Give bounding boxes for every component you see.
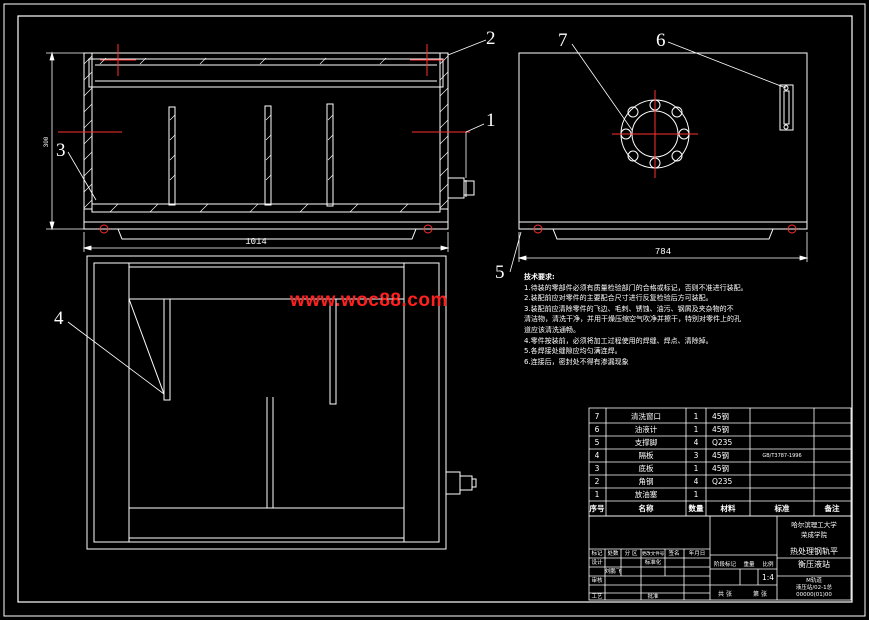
school-college: 荣成学院 (801, 530, 828, 539)
dim-front-width: 1014 (245, 237, 267, 247)
callout-1: 1 (486, 110, 496, 131)
bom-row-qty: 1 (694, 425, 699, 434)
bom-row-standard: GB/T3787-1996 (762, 453, 801, 459)
callout-2: 2 (486, 28, 496, 49)
side-dimensions (517, 232, 809, 262)
bom-row-name: 底板 (639, 463, 654, 473)
drawing-code-1: M轨道 (806, 576, 822, 584)
bom-row-no: 2 (595, 477, 600, 486)
tb-label-scale: 比例 (762, 560, 774, 568)
bom-header-no: 序号 (590, 503, 605, 513)
tb-label-weight: 重量 (743, 560, 755, 568)
note-line: 2.装配前应对零件的主要配合尺寸进行反复检验后方可装配。 (524, 294, 713, 303)
note-line: 1.待装的零部件必须有质量检验部门的合格或标记，否则不准进行装配。 (524, 283, 748, 292)
sheet-border (3, 3, 866, 617)
tb-label-mark: 标记 (591, 549, 603, 557)
side-view (518, 52, 808, 240)
bom-header-remark: 备注 (824, 503, 840, 513)
bom-row-no: 4 (595, 451, 600, 460)
bom-row-material: 45钢 (712, 463, 729, 473)
tb-label-date: 年月日 (689, 549, 706, 557)
bom-row-name: 油液计 (635, 424, 658, 434)
leader-lines (67, 39, 787, 395)
tb-label-process: 工艺 (591, 593, 603, 600)
bom-row-no: 1 (595, 490, 600, 499)
tb-label-std: 标准化 (645, 558, 662, 566)
wall-hatching (83, 55, 449, 213)
bom-row-no: 5 (595, 438, 600, 447)
callout-4: 4 (54, 308, 64, 329)
bom-header-name: 名称 (639, 503, 654, 513)
tb-label-sign: 签名 (668, 549, 679, 557)
tb-label-audit: 审核 (591, 576, 603, 584)
bom-row-no: 7 (595, 412, 600, 421)
callout-5: 5 (495, 262, 505, 283)
tb-label-zone: 分 区 (625, 549, 638, 557)
bom-row-qty: 1 (694, 490, 699, 499)
title-block: 哈尔滨理工大学 荣成学院 热处理钢轨平 衡压液站 M轨道 液压站/02-1总 0… (591, 520, 838, 600)
bom-row-name: 清洗窗口 (631, 411, 661, 421)
note-line: 5.各焊接处缝隙应均匀满连焊。 (524, 347, 622, 356)
callout-3: 3 (56, 140, 66, 161)
tb-label-approve: 批准 (647, 592, 659, 600)
top-view (86, 255, 477, 550)
bom-row-name: 隔板 (639, 450, 654, 460)
callout-7: 7 (558, 30, 568, 51)
front-view (58, 44, 475, 240)
bom-row-name: 支撑脚 (635, 437, 658, 447)
bom-row-material: 45钢 (712, 424, 729, 434)
drawing-title: 热处理钢轨平 (790, 546, 838, 556)
bom-table: 7 清洗窗口 1 45钢 6 油液计 1 45钢 5 支撑脚 4 Q235 4 … (590, 411, 840, 513)
dim-front-height: 300 (43, 136, 50, 147)
tb-designer: 刘鹏飞 (605, 567, 622, 575)
tb-label-count: 处数 (607, 549, 619, 557)
tb-scale-value: 1:4 (762, 573, 774, 582)
bom-row-qty: 3 (694, 451, 699, 460)
bom-row-qty: 1 (694, 412, 699, 421)
front-dimensions (46, 51, 450, 252)
bom-header-qty: 数量 (689, 503, 704, 513)
tb-label-sheets: 共 张 (718, 590, 732, 598)
bom-row-name: 角钢 (639, 476, 654, 486)
drawing-frame (17, 15, 853, 603)
bom-row-no: 3 (595, 464, 600, 473)
tb-label-sheet: 第 张 (753, 590, 767, 598)
bom-row-no: 6 (595, 425, 600, 434)
tb-label-design: 设计 (591, 558, 603, 566)
drawing-title-2: 衡压液站 (798, 559, 830, 569)
technical-notes: 技术要求: 1.待装的零部件必须有质量检验部门的合格或标记，否则不准进行装配。 … (524, 272, 748, 367)
tb-label-stage: 阶段标记 (714, 560, 737, 568)
drawing-code-2: 液压站/02-1总 (796, 583, 833, 591)
note-line: 道应该清洗通畅。 (524, 325, 580, 334)
note-line: 6.连接后，密封处不得有渗漏现象 (524, 357, 629, 366)
bom-row-material: Q235 (712, 438, 732, 447)
tb-label-change: 更改文件号 (642, 550, 665, 557)
dim-side-width: 784 (655, 247, 671, 257)
bom-table-grid (588, 407, 852, 601)
watermark: www.woc88.com (290, 290, 448, 311)
bom-row-qty: 4 (694, 477, 699, 486)
bom-header-standard: 标准 (774, 503, 790, 513)
bom-row-material: 45钢 (712, 411, 729, 421)
notes-title: 技术要求: (524, 273, 555, 281)
bom-row-qty: 1 (694, 464, 699, 473)
note-line: 3.装配前应清除零件的飞边、毛刺、锈蚀、油污、钢屑及夹杂物的不 (524, 304, 734, 313)
callout-6: 6 (656, 30, 666, 51)
bom-row-material: Q235 (712, 477, 732, 486)
drawing-code-3: 00000(01)00 (796, 592, 832, 598)
note-line: 4.零件按装前，必须将加工过程使用的焊缝、焊点、清除掉。 (524, 336, 713, 345)
bom-row-name: 放油塞 (635, 489, 658, 499)
note-line: 清洁物，清洗干净，并用干燥压缩空气吹净并擦干，特别对零件上的孔 (524, 315, 741, 324)
bom-header-material: 材料 (721, 503, 736, 513)
side-centre-lines (612, 90, 698, 178)
bom-row-qty: 4 (694, 438, 699, 447)
school-name: 哈尔滨理工大学 (791, 520, 837, 529)
bom-row-material: 45钢 (712, 450, 729, 460)
